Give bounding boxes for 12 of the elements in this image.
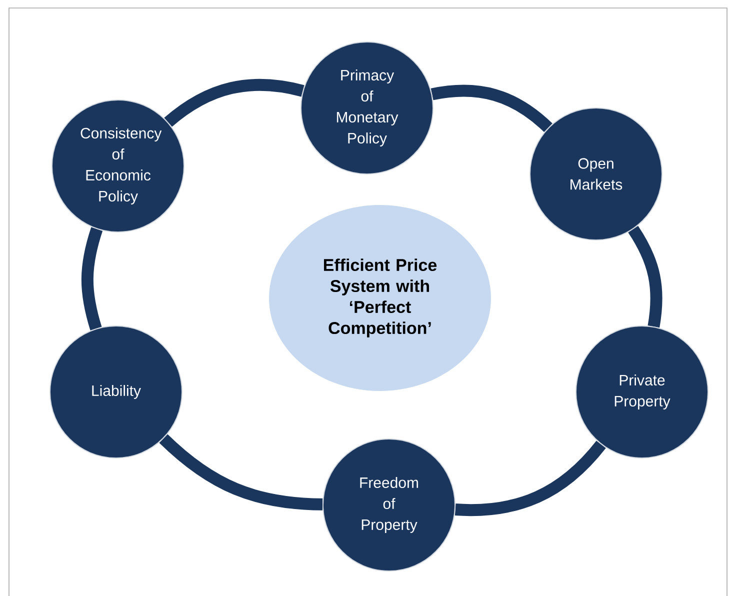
circle-node: Open Markets xyxy=(530,107,662,240)
ring-segment xyxy=(164,78,304,127)
circle-node: Freedom of Property xyxy=(322,438,456,572)
circle-node: Primacy of Monetary Policy xyxy=(300,42,434,174)
circle-node: Liability xyxy=(50,325,182,458)
ring-segment xyxy=(81,227,103,330)
ring-segment xyxy=(159,434,323,510)
ring-segment xyxy=(455,440,606,516)
circle-node: Consistency of Economic Policy xyxy=(52,100,184,232)
ring-segment xyxy=(628,226,662,328)
ring-segment xyxy=(431,84,552,132)
circle-node: Private Property xyxy=(576,325,708,458)
